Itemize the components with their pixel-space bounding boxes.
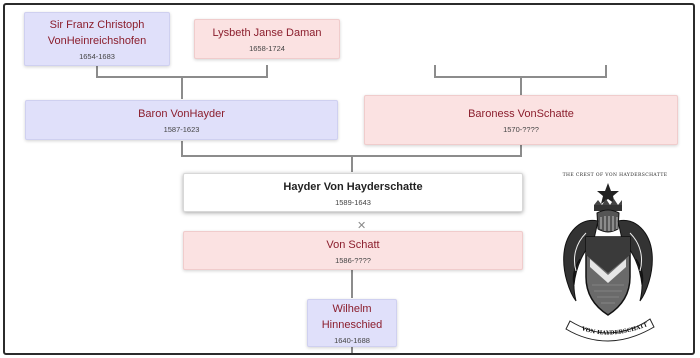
person-name: Baroness VonSchatte: [468, 108, 574, 120]
crest-title: THE CREST OF VON HAYDERSCHATTE: [562, 173, 668, 178]
family-crest: THE CREST OF VON HAYDERSCHATTE: [550, 173, 680, 343]
person-card-spouse[interactable]: Von Schatt 1586-????: [183, 231, 523, 270]
person-dates: 1589-1643: [335, 197, 371, 207]
family-tree-frame: Sir Franz Christoph VonHeinreichshofen 1…: [3, 3, 695, 355]
person-name: Lysbeth Janse Daman: [212, 27, 322, 39]
person-card-wilhelm[interactable]: Wilhelm Hinneschied 1640-1688: [307, 299, 397, 347]
connector-gg-parents: [96, 65, 268, 78]
coat-of-arms-icon: VON HAYDERSCHATT: [563, 183, 655, 342]
person-name: Hayder Von Hayderschatte: [283, 180, 423, 193]
person-dates: 1640-1688: [334, 336, 370, 345]
person-dates: 1586-????: [335, 255, 371, 265]
person-name: Hinneschied: [321, 319, 383, 331]
star-icon: [597, 183, 619, 204]
person-card-baron[interactable]: Baron VonHayder 1587-1623: [25, 100, 338, 140]
person-card-lysbeth[interactable]: Lysbeth Janse Daman 1658-1724: [194, 19, 340, 59]
person-name: VonHeinreichshofen: [47, 35, 147, 47]
person-card-baroness[interactable]: Baroness VonSchatte 1570-????: [364, 95, 678, 145]
person-dates: 1654-1683: [79, 52, 115, 61]
connector-baroness-parents: [434, 65, 607, 78]
person-dates: 1587-1623: [163, 125, 200, 134]
person-name: Von Schatt: [326, 238, 380, 251]
person-name: Baron VonHayder: [138, 108, 225, 120]
person-dates: 1658-1724: [249, 44, 285, 53]
person-name: Wilhelm: [332, 303, 372, 315]
person-name: Sir Franz Christoph: [49, 19, 145, 31]
person-card-franz[interactable]: Sir Franz Christoph VonHeinreichshofen 1…: [24, 12, 170, 66]
tree-connectors: [96, 65, 607, 353]
person-card-focus[interactable]: Hayder Von Hayderschatte 1589-1643: [183, 173, 523, 212]
person-dates: 1570-????: [503, 125, 539, 134]
spouse-close-icon[interactable]: ✕: [357, 220, 367, 232]
